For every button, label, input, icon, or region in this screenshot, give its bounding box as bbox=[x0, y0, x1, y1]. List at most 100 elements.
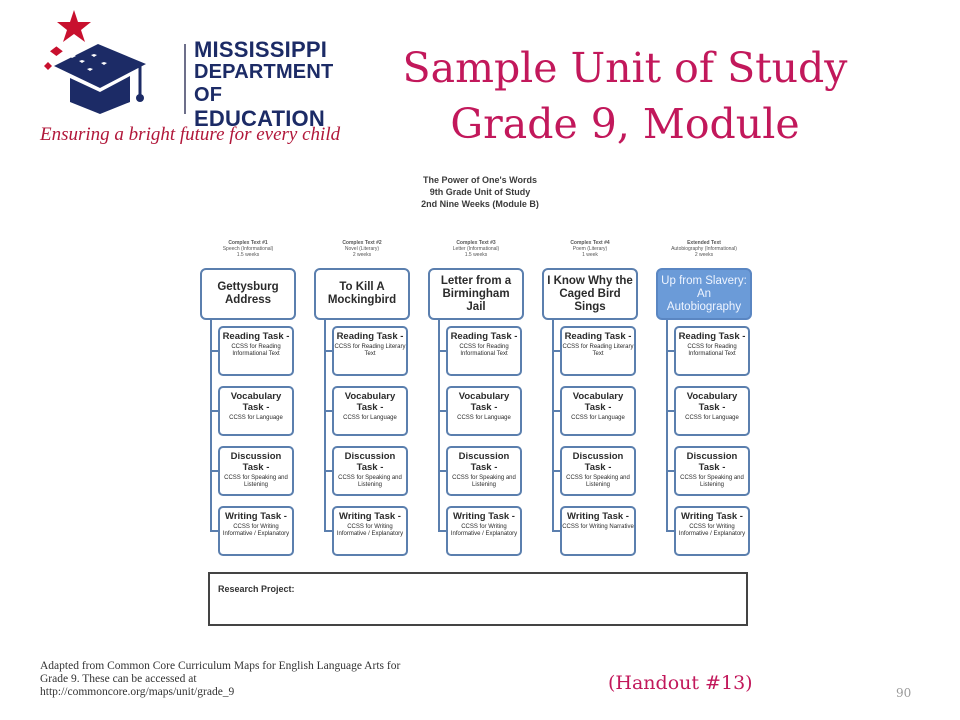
logo-line-3: EDUCATION bbox=[194, 106, 325, 131]
diagram-header-line: 2nd Nine Weeks (Module B) bbox=[421, 199, 539, 209]
task-title: Reading Task - bbox=[450, 331, 518, 342]
title-line-1: Sample Unit of Study bbox=[402, 44, 848, 92]
caption-line: Complex Text #4 bbox=[570, 240, 610, 246]
caption-line: Autobiography (Informational) bbox=[671, 246, 737, 252]
caption-line: 1.5 weeks bbox=[236, 252, 260, 258]
connector bbox=[666, 530, 676, 532]
connector bbox=[210, 410, 220, 412]
text-column: Complex Text #4 Poem (Literary) 1 week I… bbox=[542, 240, 638, 556]
caption-line: 2 weeks bbox=[694, 252, 714, 258]
column-caption: Complex Text #2 Novel (Literary) 2 weeks bbox=[308, 240, 416, 258]
task-standard: CCSS for Speaking and Listening bbox=[224, 475, 288, 488]
caption-line: Complex Text #3 bbox=[456, 240, 496, 246]
task-title: Vocabulary Task - bbox=[344, 391, 396, 413]
task-title: Vocabulary Task - bbox=[686, 391, 738, 413]
caption-line: Complex Text #2 bbox=[342, 240, 382, 246]
diagram-header: The Power of One's Words 9th Grade Unit … bbox=[196, 174, 764, 210]
task-title: Reading Task - bbox=[222, 331, 290, 342]
connector bbox=[210, 530, 220, 532]
connector bbox=[552, 410, 562, 412]
discussion-task-box: Discussion Task -CCSS for Speaking and L… bbox=[560, 446, 636, 496]
credit-line: Grade 9. These can be accessed at bbox=[40, 673, 197, 685]
task-standard: CCSS for Language bbox=[571, 415, 625, 421]
connector bbox=[438, 410, 448, 412]
source-credit: Adapted from Common Core Curriculum Maps… bbox=[40, 660, 470, 699]
connector bbox=[324, 530, 334, 532]
discussion-task-box: Discussion Task - CCSS for Speaking and L… bbox=[218, 446, 294, 496]
connector bbox=[552, 350, 562, 352]
caption-line: 1.5 weeks bbox=[464, 252, 488, 258]
logo-wordmark: MISSISSIPPI DEPARTMENT OF EDUCATION bbox=[194, 38, 333, 130]
caption-line: 2 weeks bbox=[352, 252, 372, 258]
caption-line: Letter (Informational) bbox=[452, 246, 500, 252]
text-column: Extended Text Autobiography (Information… bbox=[656, 240, 752, 556]
reading-task-box: Reading Task -CCSS for Reading Literary … bbox=[560, 326, 636, 376]
text-column: Complex Text #3 Letter (Informational) 1… bbox=[428, 240, 524, 556]
reading-task-box: Reading Task -CCSS for Reading Informati… bbox=[218, 326, 294, 376]
task-standard: CCSS for Reading Informational Text bbox=[687, 344, 737, 357]
connector bbox=[210, 470, 220, 472]
vocabulary-task-box: Vocabulary Task - CCSS for Language bbox=[560, 386, 636, 436]
mde-logo: MISSISSIPPI DEPARTMENT OF EDUCATION Ensu… bbox=[36, 8, 340, 148]
column-caption: Complex Text #1 Speech (Informational) 1… bbox=[194, 240, 302, 258]
task-title: Vocabulary Task - bbox=[572, 391, 624, 413]
task-standard: CCSS for Writing Narrative bbox=[562, 524, 634, 530]
connector bbox=[438, 350, 448, 352]
text-column: Complex Text #2 Novel (Literary) 2 weeks… bbox=[314, 240, 410, 556]
vocabulary-task-box: Vocabulary Task - CCSS for Language bbox=[332, 386, 408, 436]
connector bbox=[438, 470, 448, 472]
writing-task-box: Writing Task -CCSS for Writing Informati… bbox=[218, 506, 294, 556]
research-project-label: Research Project: bbox=[218, 584, 295, 594]
task-standard: CCSS for Speaking and Listening bbox=[680, 475, 744, 488]
caption-line: Extended Text bbox=[687, 240, 721, 246]
task-title: Writing Task - bbox=[681, 511, 743, 522]
task-title: Discussion Task - bbox=[344, 451, 396, 473]
slide-title: Sample Unit of Study Grade 9, Module bbox=[330, 40, 920, 152]
credit-line: Adapted from Common Core Curriculum Maps… bbox=[40, 660, 401, 672]
task-title: Reading Task - bbox=[564, 331, 632, 342]
task-standard: CCSS for Speaking and Listening bbox=[566, 475, 630, 488]
connector bbox=[438, 530, 448, 532]
text-title-box: Gettysburg Address bbox=[200, 268, 296, 320]
discussion-task-box: Discussion Task -CCSS for Speaking and L… bbox=[674, 446, 750, 496]
column-caption: Complex Text #3 Letter (Informational) 1… bbox=[422, 240, 530, 258]
column-caption: Extended Text Autobiography (Information… bbox=[650, 240, 758, 258]
connector bbox=[324, 410, 334, 412]
logo-line-2: DEPARTMENT OF bbox=[194, 61, 334, 106]
connector bbox=[324, 470, 334, 472]
task-standard: CCSS for Speaking and Listening bbox=[452, 475, 516, 488]
connector bbox=[324, 350, 334, 352]
task-standard: CCSS for Writing Informative / Explanato… bbox=[678, 524, 746, 537]
writing-task-box: Writing Task - CCSS for Writing Informati… bbox=[674, 506, 750, 556]
graduation-cap-logo-icon bbox=[44, 10, 146, 114]
diagram-header-line: The Power of One's Words bbox=[423, 175, 537, 185]
title-line-2: Grade 9, Module bbox=[450, 100, 800, 148]
task-title: Discussion Task - bbox=[458, 451, 510, 473]
reading-task-box: Reading Task -CCSS for Reading Informati… bbox=[446, 326, 522, 376]
logo-divider bbox=[184, 44, 186, 114]
connector-spine bbox=[210, 320, 212, 532]
caption-line: Novel (Literary) bbox=[344, 246, 380, 252]
handout-label: (Handout #13) bbox=[608, 672, 753, 694]
task-title: Writing Task - bbox=[453, 511, 515, 522]
connector bbox=[552, 530, 562, 532]
logo-tagline: Ensuring a bright future for every child bbox=[40, 124, 341, 145]
task-standard: CCSS for Writing Informative / Explanato… bbox=[336, 524, 404, 537]
task-standard: CCSS for Language bbox=[685, 415, 739, 421]
text-title-box: I Know Why the Caged Bird Sings bbox=[542, 268, 638, 320]
caption-line: 1 week bbox=[582, 252, 598, 258]
extended-text-box: Up from Slavery: An Autobiography bbox=[656, 268, 752, 320]
connector-spine bbox=[438, 320, 440, 532]
task-title: Writing Task - bbox=[225, 511, 287, 522]
task-title: Discussion Task - bbox=[230, 451, 282, 473]
discussion-task-box: Discussion Task -CCSS for Speaking and L… bbox=[332, 446, 408, 496]
writing-task-box: Writing Task -CCSS for Writing Narrative bbox=[560, 506, 636, 556]
task-standard: CCSS for Writing Informative / Explanato… bbox=[450, 524, 518, 537]
page-number: 90 bbox=[896, 686, 912, 700]
task-standard: CCSS for Language bbox=[457, 415, 511, 421]
caption-line: Complex Text #1 bbox=[228, 240, 268, 246]
task-standard: CCSS for Language bbox=[343, 415, 397, 421]
reading-task-box: Reading Task -CCSS for Reading Literary … bbox=[332, 326, 408, 376]
credit-line: http://commoncore.org/maps/unit/grade_9 bbox=[40, 686, 235, 698]
task-title: Writing Task - bbox=[339, 511, 401, 522]
